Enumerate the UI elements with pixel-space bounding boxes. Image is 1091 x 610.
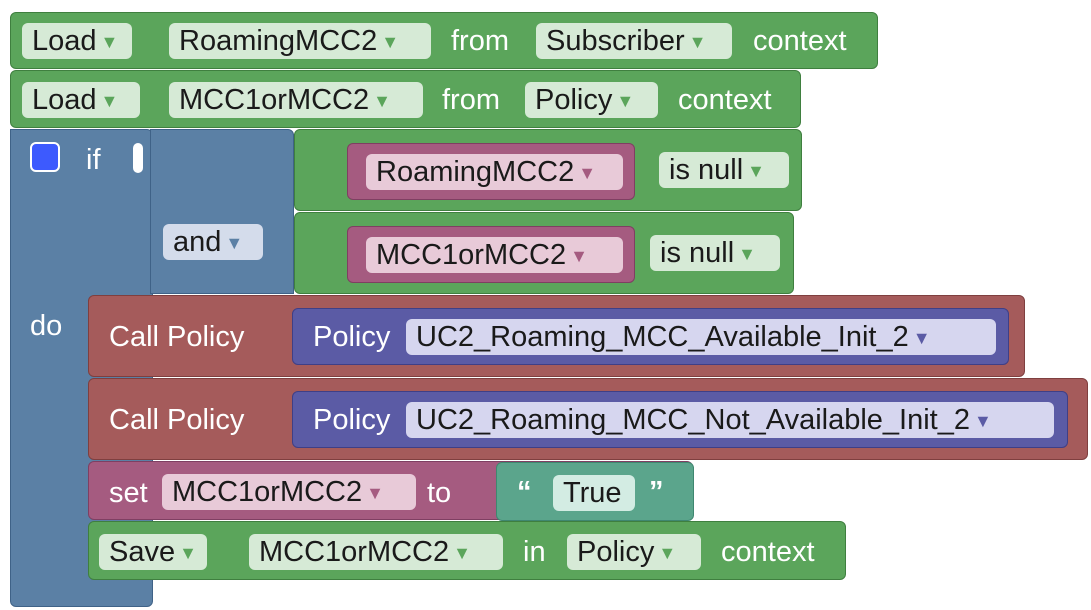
is-null-block-1[interactable]: RoamingMCC2▼ is null▼ — [294, 129, 802, 211]
chevron-down-icon: ▼ — [453, 543, 471, 564]
to-label: to — [427, 477, 452, 509]
text-value: True — [563, 477, 622, 509]
context-source-label: Subscriber — [546, 25, 685, 57]
load-block-2[interactable]: Load▼ MCC1orMCC2▼ from Policy▼ context — [10, 70, 801, 128]
variable-label: MCC1orMCC2 — [376, 239, 567, 271]
variable-block[interactable]: RoamingMCC2▼ — [347, 143, 635, 200]
variable-dropdown[interactable]: RoamingMCC2▼ — [169, 23, 431, 59]
policy-name: UC2_Roaming_MCC_Available_Init_2 — [416, 321, 909, 353]
variable-label: RoamingMCC2 — [179, 25, 378, 57]
chevron-down-icon: ▼ — [658, 543, 677, 564]
operator-label: is null — [660, 237, 735, 269]
and-label: and — [173, 226, 222, 258]
call-policy-block-1[interactable]: Call Policy Policy UC2_Roaming_MCC_Avail… — [88, 295, 1025, 377]
text-value-block[interactable]: “ True ” — [496, 462, 694, 521]
variable-dropdown[interactable]: MCC1orMCC2▼ — [169, 82, 423, 118]
variable-label: MCC1orMCC2 — [259, 536, 450, 568]
context-label: context — [753, 25, 847, 57]
in-label: in — [523, 536, 546, 568]
variable-dropdown[interactable]: MCC1orMCC2▼ — [366, 237, 623, 273]
policy-dropdown[interactable]: UC2_Roaming_MCC_Not_Available_Init_2▼ — [406, 402, 1054, 438]
operator-dropdown[interactable]: is null▼ — [659, 152, 789, 188]
load-dropdown[interactable]: Load▼ — [22, 23, 132, 59]
chevron-down-icon: ▼ — [100, 32, 119, 53]
call-policy-label: Call Policy — [109, 404, 245, 436]
policy-block[interactable]: Policy UC2_Roaming_MCC_Not_Available_Ini… — [292, 391, 1068, 448]
load-label: Load — [32, 84, 97, 116]
save-dropdown[interactable]: Save▼ — [99, 534, 207, 570]
chevron-down-icon: ▼ — [179, 543, 197, 564]
chevron-down-icon: ▼ — [912, 328, 931, 349]
variable-dropdown[interactable]: MCC1orMCC2▼ — [162, 474, 416, 510]
context-dropdown[interactable]: Policy▼ — [525, 82, 658, 118]
variable-dropdown[interactable]: RoamingMCC2▼ — [366, 154, 623, 190]
if-input-notch — [133, 143, 143, 173]
variable-label: RoamingMCC2 — [376, 156, 575, 188]
chevron-down-icon: ▼ — [570, 246, 588, 267]
operator-dropdown[interactable]: is null▼ — [650, 235, 780, 271]
and-dropdown[interactable]: and▼ — [163, 224, 263, 260]
variable-dropdown[interactable]: MCC1orMCC2▼ — [249, 534, 503, 570]
context-source-label: Policy — [535, 84, 613, 116]
open-quote-icon: “ — [517, 476, 532, 508]
policy-dropdown[interactable]: UC2_Roaming_MCC_Available_Init_2▼ — [406, 319, 996, 355]
call-policy-label: Call Policy — [109, 321, 245, 353]
policy-label: Policy — [313, 321, 391, 353]
chevron-down-icon: ▼ — [373, 91, 391, 112]
operator-label: is null — [669, 154, 744, 186]
variable-block[interactable]: MCC1orMCC2▼ — [347, 226, 635, 283]
policy-name: UC2_Roaming_MCC_Not_Available_Init_2 — [416, 404, 970, 436]
variable-label: MCC1orMCC2 — [172, 476, 363, 508]
chevron-down-icon: ▼ — [616, 91, 635, 112]
chevron-down-icon: ▼ — [974, 411, 992, 432]
chevron-down-icon: ▼ — [381, 32, 400, 53]
text-value-field[interactable]: True — [553, 475, 635, 511]
chevron-down-icon: ▼ — [225, 233, 244, 254]
context-dropdown[interactable]: Subscriber▼ — [536, 23, 732, 59]
from-label: from — [442, 84, 500, 116]
save-label: Save — [109, 536, 176, 568]
chevron-down-icon: ▼ — [578, 163, 597, 184]
call-policy-block-2[interactable]: Call Policy Policy UC2_Roaming_MCC_Not_A… — [88, 378, 1088, 460]
chevron-down-icon: ▼ — [738, 244, 756, 265]
do-label: do — [30, 310, 63, 342]
gear-icon[interactable] — [30, 142, 60, 172]
chevron-down-icon: ▼ — [366, 483, 384, 504]
chevron-down-icon: ▼ — [747, 161, 765, 182]
chevron-down-icon: ▼ — [688, 32, 707, 53]
policy-label: Policy — [313, 404, 391, 436]
load-dropdown[interactable]: Load▼ — [22, 82, 140, 118]
is-null-block-2[interactable]: MCC1orMCC2▼ is null▼ — [294, 212, 794, 294]
context-label: context — [721, 536, 815, 568]
set-block[interactable]: set MCC1orMCC2▼ to “ True ” — [88, 461, 694, 521]
chevron-down-icon: ▼ — [100, 91, 119, 112]
load-label: Load — [32, 25, 97, 57]
close-quote-icon: ” — [649, 476, 664, 508]
policy-block[interactable]: Policy UC2_Roaming_MCC_Available_Init_2▼ — [292, 308, 1009, 365]
context-dropdown[interactable]: Policy▼ — [567, 534, 701, 570]
from-label: from — [451, 25, 509, 57]
if-label: if — [86, 144, 101, 176]
load-block-1[interactable]: Load▼ RoamingMCC2▼ from Subscriber▼ cont… — [10, 12, 878, 69]
context-source-label: Policy — [577, 536, 655, 568]
save-block[interactable]: Save▼ MCC1orMCC2▼ in Policy▼ context — [88, 521, 846, 580]
if-condition-arm — [150, 129, 294, 294]
context-label: context — [678, 84, 772, 116]
set-label: set — [109, 477, 148, 509]
variable-label: MCC1orMCC2 — [179, 84, 370, 116]
